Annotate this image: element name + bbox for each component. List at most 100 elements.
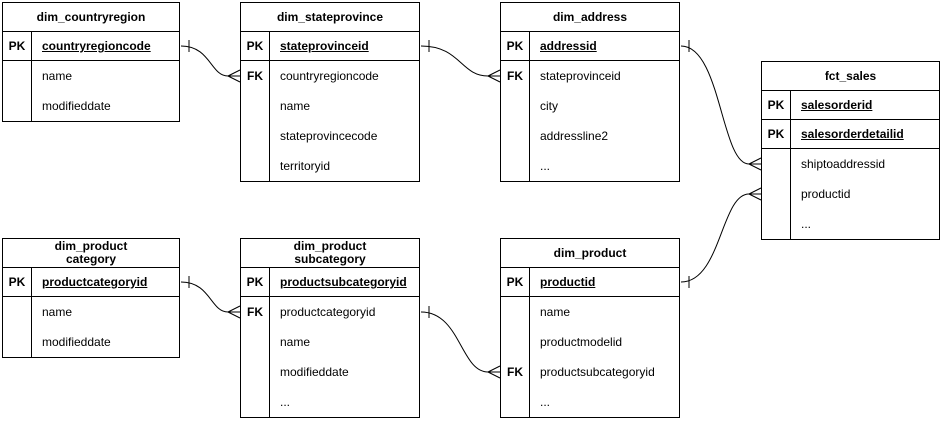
key-badge <box>501 91 530 121</box>
column-name: shiptoaddressid <box>801 157 886 171</box>
attribute-row: ... <box>501 151 679 181</box>
entity-title-line: dim_countryregion <box>36 9 146 24</box>
column-name: modifieddate <box>280 365 349 379</box>
key-badge <box>241 151 270 181</box>
column-name: productcategoryid <box>280 305 376 319</box>
attribute-row: modifieddate <box>3 91 179 121</box>
key-badge <box>3 297 32 327</box>
key-badge <box>241 357 270 387</box>
entity-title: dim_product <box>501 239 679 268</box>
relationship-dim_stateprovince-to-dim_address[interactable] <box>420 40 501 83</box>
entity-title-line: dim_stateprovince <box>276 9 384 24</box>
column-name: countryregioncode <box>42 39 151 53</box>
key-badge: FK <box>241 297 270 327</box>
entity-title-line: fct_sales <box>824 68 877 83</box>
attribute-row: ... <box>501 387 679 417</box>
column-name: productsubcategoryid <box>540 365 655 379</box>
column-name: productid <box>801 187 851 201</box>
column-name: modifieddate <box>42 99 111 113</box>
entity-title-line: dim_address <box>552 9 628 24</box>
column-name: name <box>42 305 73 319</box>
key-badge <box>762 209 791 239</box>
key-badge <box>241 91 270 121</box>
attribute-row: stateprovincecode <box>241 121 419 151</box>
key-badge <box>501 297 530 327</box>
key-badge <box>3 91 32 121</box>
key-badge: FK <box>501 357 530 387</box>
key-badge <box>762 149 791 179</box>
attribute-row: name <box>3 297 179 327</box>
attribute-row: addressline2 <box>501 121 679 151</box>
pk-row: PK salesorderdetailid <box>762 120 939 149</box>
key-badge: PK <box>501 32 530 60</box>
key-badge: PK <box>762 91 791 119</box>
entity-title: dim_address <box>501 3 679 32</box>
column-name: productcategoryid <box>42 275 148 289</box>
key-badge <box>3 61 32 91</box>
column-name: territoryid <box>280 159 331 173</box>
column-name: ... <box>280 395 291 409</box>
relationship-dim_productsubcategory-to-dim_product[interactable] <box>420 306 501 379</box>
relationship-dim_product-to-fct_sales[interactable] <box>680 187 762 288</box>
entity-title: dim_countryregion <box>3 3 179 32</box>
attribute-row: modifieddate <box>3 327 179 357</box>
column-name: countryregioncode <box>280 69 379 83</box>
fk-row: FK stateprovinceid <box>501 61 679 91</box>
relationship-dim_productcategory-to-dim_productsubcategory[interactable] <box>180 276 241 319</box>
key-badge <box>501 327 530 357</box>
attribute-row: ... <box>762 209 939 239</box>
attribute-row: ... <box>241 387 419 417</box>
column-name: stateprovinceid <box>540 69 621 83</box>
key-badge <box>762 179 791 209</box>
column-name: productmodelid <box>540 335 623 349</box>
pk-row: PK productcategoryid <box>3 268 179 297</box>
attribute-row: modifieddate <box>241 357 419 387</box>
column-name: addressline2 <box>540 129 609 143</box>
column-name: name <box>540 305 571 319</box>
fk-row: FK countryregioncode <box>241 61 419 91</box>
column-name: ... <box>540 159 551 173</box>
key-badge <box>241 387 270 417</box>
attribute-row: productid <box>762 179 939 209</box>
key-badge: PK <box>241 268 270 296</box>
column-name: productid <box>540 275 596 289</box>
fk-row: FK productsubcategoryid <box>501 357 679 387</box>
key-badge: PK <box>762 120 791 148</box>
key-badge: FK <box>501 61 530 91</box>
column-name: stateprovincecode <box>280 129 378 143</box>
relationship-dim_address-to-fct_sales[interactable] <box>680 40 762 171</box>
relationship-dim_countryregion-to-dim_stateprovince[interactable] <box>180 40 241 83</box>
column-name: city <box>540 99 558 113</box>
attribute-row: productmodelid <box>501 327 679 357</box>
key-badge: FK <box>241 61 270 91</box>
column-name: name <box>280 335 311 349</box>
column-name: salesorderdetailid <box>801 127 904 141</box>
column-name: name <box>280 99 311 113</box>
attribute-row: city <box>501 91 679 121</box>
column-name: ... <box>801 217 812 231</box>
key-badge: PK <box>3 32 32 60</box>
column-name: stateprovinceid <box>280 39 369 53</box>
key-badge: PK <box>3 268 32 296</box>
attribute-row: shiptoaddressid <box>762 149 939 179</box>
entity-title: fct_sales <box>762 62 939 91</box>
key-badge <box>3 327 32 357</box>
key-badge <box>501 151 530 181</box>
column-name: modifieddate <box>42 335 111 349</box>
entity-title-line: subcategory <box>294 252 366 266</box>
key-badge <box>501 121 530 151</box>
